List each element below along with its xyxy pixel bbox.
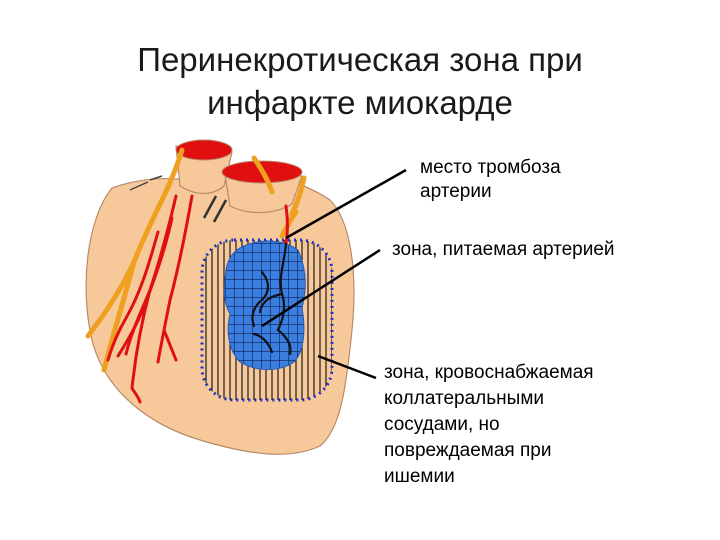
label-thrombosis-line-2: артерии — [420, 181, 492, 202]
aorta-lumen — [175, 139, 233, 161]
pointer-thrombosis — [285, 168, 407, 240]
pointer-lines — [261, 168, 407, 380]
label-collateral-line-3: сосудами, но — [384, 414, 500, 435]
title-line-2: инфаркте миокарде — [207, 84, 513, 121]
pointer-collateral-zone — [317, 354, 377, 380]
label-collateral-line-1: зона, кровоснабжаемая — [384, 362, 594, 383]
occluded-artery-branches — [251, 242, 292, 356]
label-collateral-line-2: коллатеральными — [384, 388, 544, 409]
label-artery-zone: зона, питаемая артерией — [392, 239, 615, 260]
slide-title: Перинекротическая зона при инфаркте миок… — [0, 38, 720, 124]
label-thrombosis-line-1: место тромбоза — [420, 157, 561, 178]
label-collateral-zone: зона, кровоснабжаемая коллатеральными со… — [384, 360, 594, 490]
title-line-1: Перинекротическая зона при — [137, 41, 583, 78]
label-thrombosis: место тромбоза артерии — [420, 156, 561, 204]
label-collateral-line-5: ишемии — [384, 466, 455, 487]
label-collateral-line-4: повреждаемая при — [384, 440, 552, 461]
pointer-artery-zone — [261, 248, 381, 328]
red-vessels — [106, 194, 289, 404]
